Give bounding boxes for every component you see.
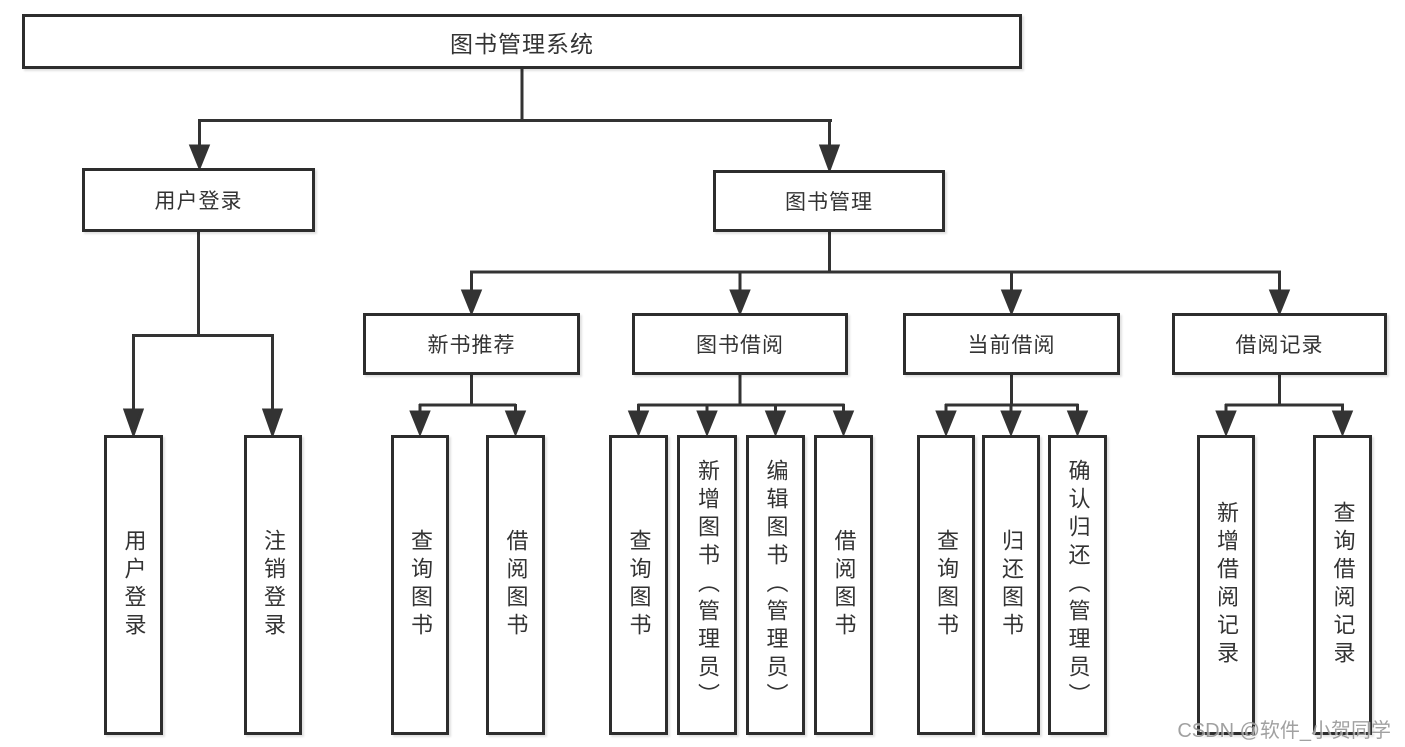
node-label: 用户登录 xyxy=(154,190,243,213)
node-label: 图书借阅 xyxy=(696,334,784,357)
leaf-borrow-borrow-book: 借阅图书 xyxy=(814,435,873,735)
leaf-borrow-add-book-admin: 新增图书（管理员） xyxy=(677,435,737,735)
leaf-logout: 注销登录 xyxy=(244,435,302,735)
node-new-book-recommend: 新书推荐 xyxy=(363,313,580,375)
node-book-borrow: 图书借阅 xyxy=(632,313,848,375)
watermark: CSDN @软件_小贺同学 xyxy=(1177,720,1391,742)
leaf-label: 新增图书（管理员） xyxy=(695,459,720,711)
node-label: 图书管理系统 xyxy=(450,30,594,57)
leaf-label: 用户登录 xyxy=(121,529,147,641)
node-book-management: 图书管理 xyxy=(713,170,945,232)
leaf-recommend-query-book: 查询图书 xyxy=(391,435,449,735)
node-current-borrow: 当前借阅 xyxy=(903,313,1120,375)
leaf-current-return-book: 归还图书 xyxy=(982,435,1040,735)
leaf-label: 归还图书 xyxy=(999,529,1024,641)
leaf-label: 查询图书 xyxy=(626,529,652,641)
leaf-label: 新增借阅记录 xyxy=(1214,501,1239,669)
leaf-borrow-query-book: 查询图书 xyxy=(609,435,668,735)
node-label: 当前借阅 xyxy=(967,334,1056,357)
leaf-user-login: 用户登录 xyxy=(104,435,163,735)
leaf-label: 查询图书 xyxy=(934,529,959,641)
leaf-label: 借阅图书 xyxy=(503,529,529,641)
node-user-login: 用户登录 xyxy=(82,168,315,232)
leaf-label: 查询图书 xyxy=(408,529,433,641)
leaf-label: 查询借阅记录 xyxy=(1330,501,1356,669)
node-label: 新书推荐 xyxy=(427,334,516,357)
node-label: 借阅记录 xyxy=(1235,334,1324,357)
leaf-borrow-edit-book-admin: 编辑图书（管理员） xyxy=(746,435,805,735)
node-label: 图书管理 xyxy=(785,191,873,214)
leaf-label: 借阅图书 xyxy=(831,529,857,641)
leaf-records-query-record: 查询借阅记录 xyxy=(1313,435,1372,735)
leaf-current-query-book: 查询图书 xyxy=(917,435,975,735)
node-borrow-records: 借阅记录 xyxy=(1172,313,1387,375)
leaf-current-confirm-return-admin: 确认归还（管理员） xyxy=(1048,435,1107,735)
leaf-records-add-record: 新增借阅记录 xyxy=(1197,435,1255,735)
leaf-recommend-borrow-book: 借阅图书 xyxy=(486,435,545,735)
node-library-system: 图书管理系统 xyxy=(22,14,1022,69)
leaf-label: 注销登录 xyxy=(261,529,286,641)
leaf-label: 确认归还（管理员） xyxy=(1065,459,1091,711)
leaf-label: 编辑图书（管理员） xyxy=(763,459,789,711)
